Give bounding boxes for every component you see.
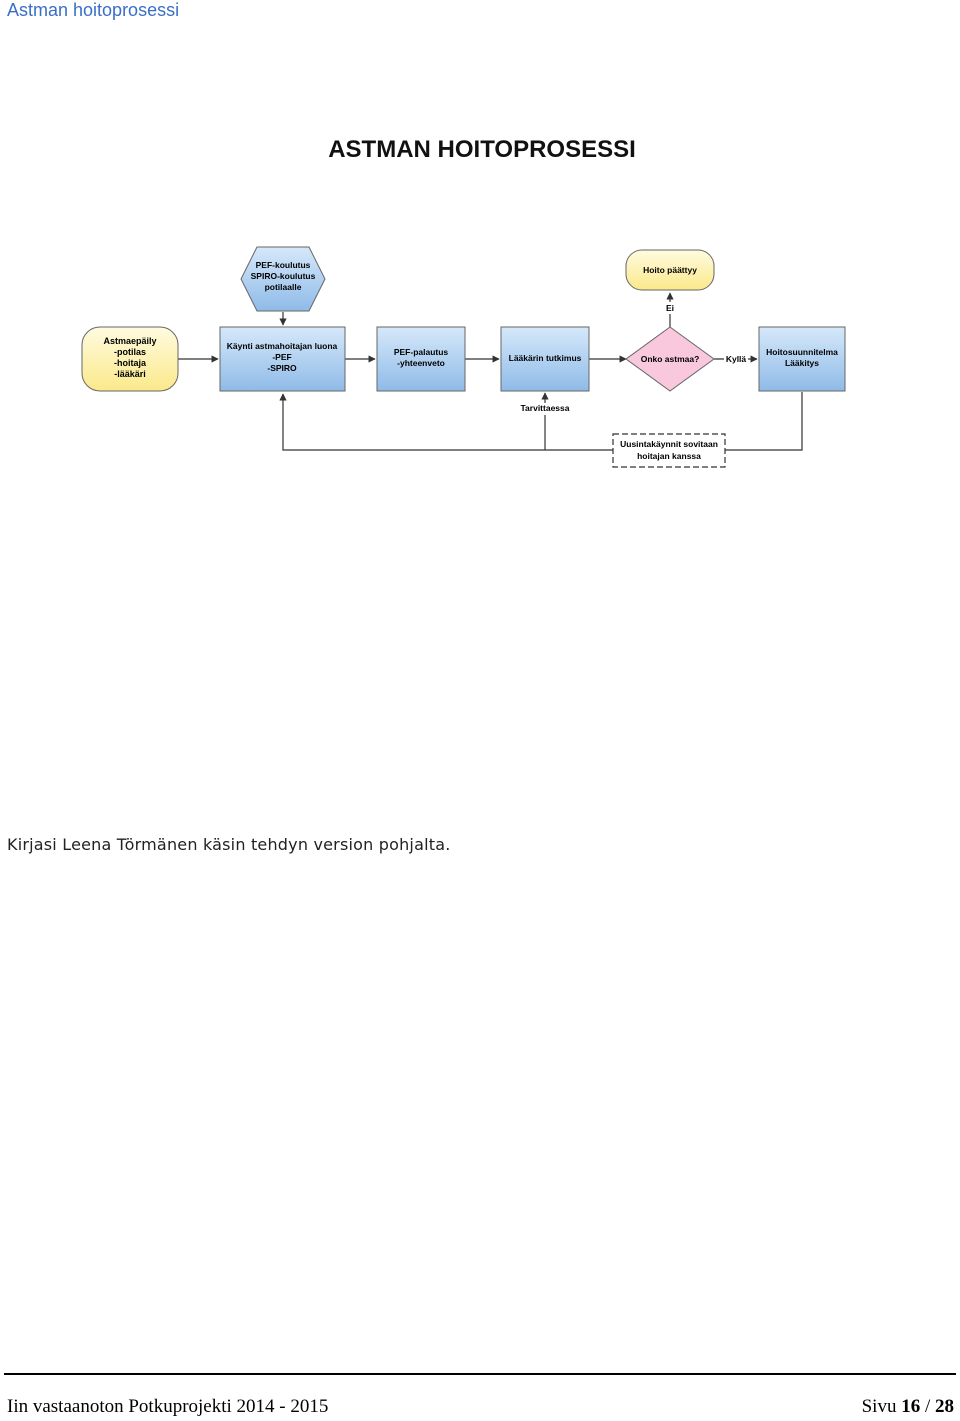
node-patient-line-1: Astmaepäily [103,336,156,346]
node-pef-line-2: -yhteenveto [397,358,445,368]
node-doctor-exam: Lääkärin tutkimus [500,326,590,392]
footer-page-current: 16 [901,1396,921,1417]
node-visit-line-2: -PEF [272,352,291,362]
footer-project-title: Iin vastaanoton Potkuprojekti 2014 - 201… [7,1396,329,1417]
node-pef-line-1: PEF-palautus [394,347,449,357]
node-follow-up: Uusintakäynnit sovitaan hoitajan kanssa [612,433,726,468]
footer-page-total: 28 [935,1396,954,1417]
node-visit-line-3: -SPIRO [267,363,297,373]
node-patient-line-2: -potilas [114,347,146,357]
node-treatment-ends: Hoito päättyy [625,249,715,291]
node-doctor-line-1: Lääkärin tutkimus [509,353,582,363]
edge-label-as-needed: Tarvittaessa [521,403,570,413]
node-plan-line-2: Lääkitys [785,358,819,368]
footer-page-label: Sivu [861,1396,897,1417]
node-patient-line-4: -lääkäri [114,369,146,379]
caption-text: Kirjasi Leena Törmänen käsin tehdyn vers… [7,835,451,854]
node-decision-diamond: Onko astmaa? [625,326,715,392]
loop-line-plan-to-visit [279,392,803,451]
node-ended-text: Hoito päättyy [643,265,697,275]
node-followup-line-1: Uusintakäynnit sovitaan [620,439,718,449]
node-pef-review: PEF-palautus -yhteenveto [376,326,466,392]
document-header-title: Astman hoitoprosessi [7,0,180,20]
asthma-care-flowchart: ASTMAN HOITOPROSESSI Astmaepäily -potila… [81,136,846,468]
node-training-line-3: potilaalle [265,282,302,292]
footer-divider [4,1373,956,1375]
node-followup-line-2: hoitajan kanssa [637,451,701,461]
footer-page-sep: / [924,1396,931,1417]
node-visit-line-1: Käynti astmahoitajan luona [227,341,338,351]
edge-label-no: Ei [666,303,674,313]
node-plan-line-1: Hoitosuunnitelma [766,347,838,357]
node-care-plan: Hoitosuunnitelma Lääkitys [758,326,846,392]
node-decision-text: Onko astmaa? [641,354,700,364]
node-training-line-1: PEF-koulutus [256,260,311,270]
node-training-line-2: SPIRO-koulutus [251,271,316,281]
node-training-hexagon: PEF-koulutus SPIRO-koulutus potilaalle [240,246,326,312]
node-patient-line-3: -hoitaja [114,358,147,368]
diagram-title: ASTMAN HOITOPROSESSI [328,136,636,163]
footer-page-number: Sivu 16 / 28 [862,1396,954,1418]
node-nurse-visit: Käynti astmahoitajan luona -PEF -SPIRO [219,326,346,392]
edge-label-yes: Kyllä [726,354,747,364]
node-patient-suspicion: Astmaepäily -potilas -hoitaja -lääkäri [81,326,179,392]
